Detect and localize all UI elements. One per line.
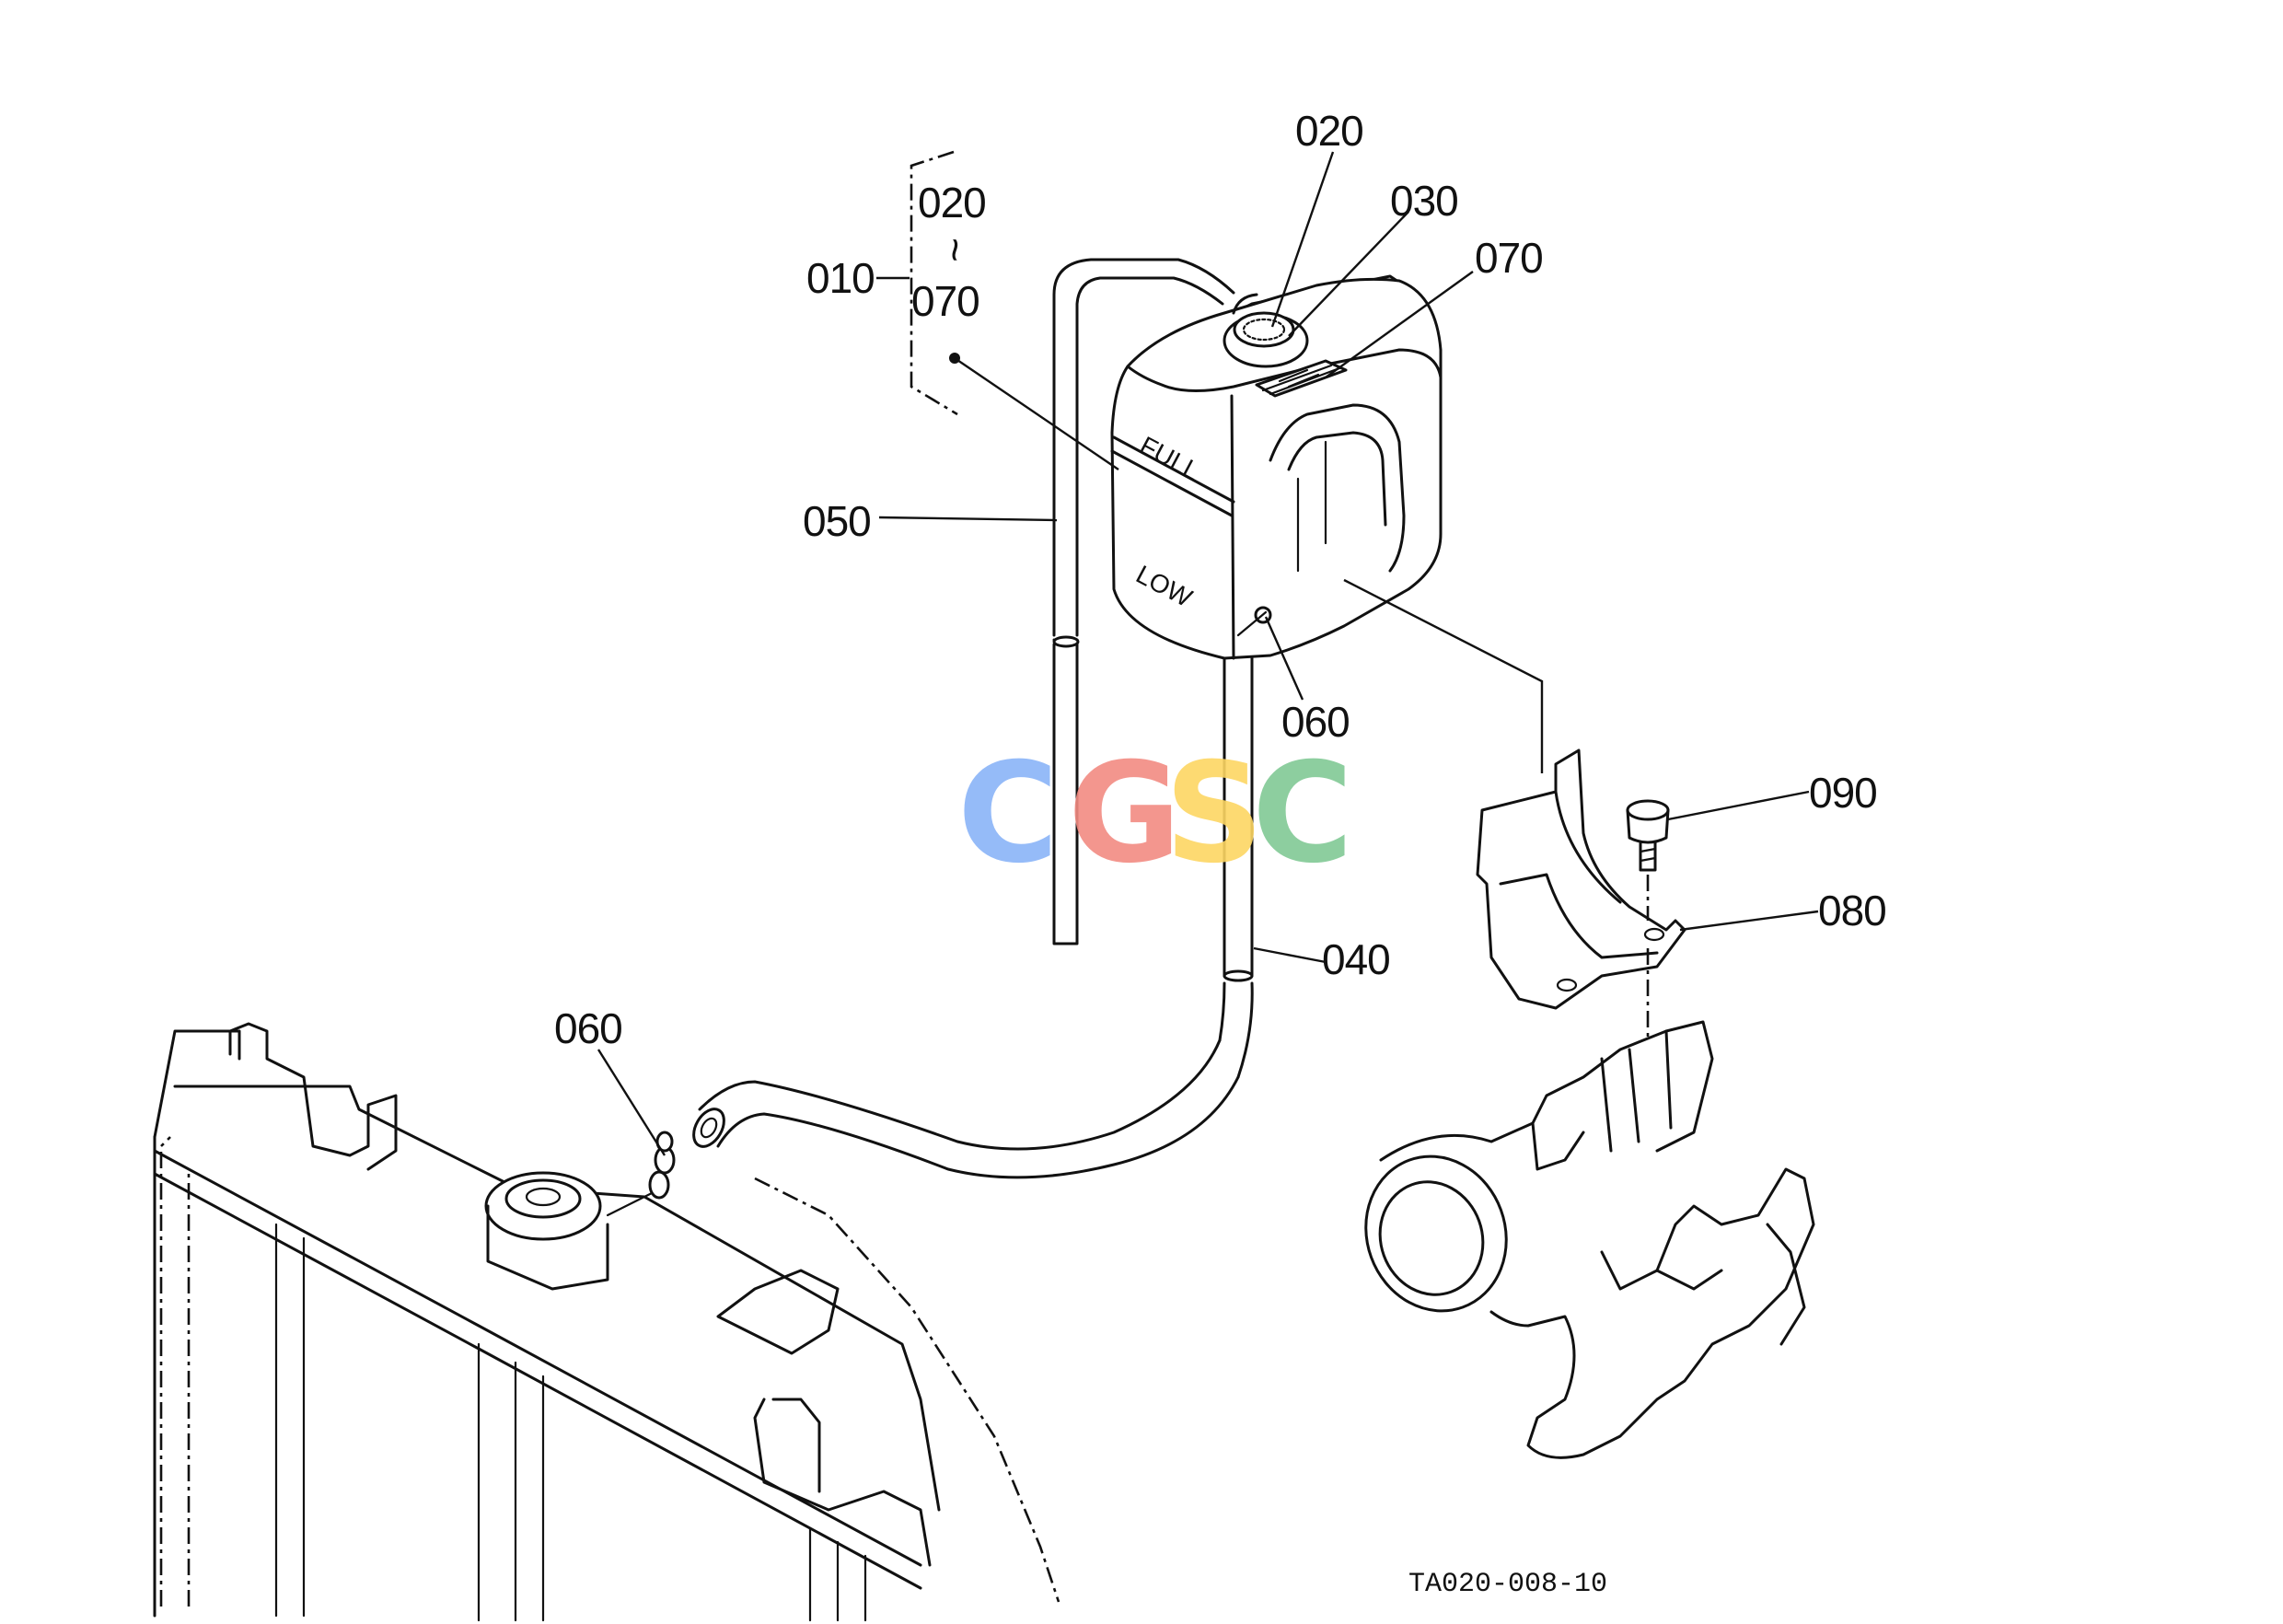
watermark-logo: C G S C xyxy=(957,734,1353,894)
part-label-070: 070 xyxy=(1475,234,1543,282)
part-label-030: 030 xyxy=(1390,177,1458,225)
part-label-060-radiator: 060 xyxy=(554,1004,622,1052)
part-label-010: 010 xyxy=(806,254,875,302)
part-label-090: 090 xyxy=(1809,769,1877,817)
watermark-letter-4: C xyxy=(1252,734,1353,894)
watermark-letter-3: S xyxy=(1165,734,1264,894)
tank-to-radiator-hose xyxy=(654,656,1254,1179)
part-label-060-tank: 060 xyxy=(1281,698,1350,746)
tank-bracket xyxy=(1476,748,1686,1010)
watermark-letter-1: C xyxy=(957,734,1059,894)
watermark-letter-2: G xyxy=(1068,734,1181,894)
part-number-labels: 020 030 070 010 020 ~ 070 050 060 040 06… xyxy=(554,107,1887,1052)
reserve-tank: FULL LOW xyxy=(1110,274,1443,660)
group-range-mark: ~ xyxy=(932,238,979,261)
part-label-040: 040 xyxy=(1322,935,1390,983)
overflow-hose xyxy=(1052,258,1235,945)
bracket-bolt xyxy=(1626,799,1670,1040)
part-label-020: 020 xyxy=(1295,107,1363,155)
part-label-050: 050 xyxy=(803,497,871,545)
part-label-080: 080 xyxy=(1818,887,1886,934)
engine-water-outlet xyxy=(1364,1020,1815,1459)
group-label-070: 070 xyxy=(911,277,979,325)
radiator xyxy=(153,1022,1060,1622)
drawing-code: TA020-008-10 xyxy=(1408,1569,1607,1600)
leader-lines xyxy=(597,151,1819,1156)
group-label-020: 020 xyxy=(918,179,986,226)
